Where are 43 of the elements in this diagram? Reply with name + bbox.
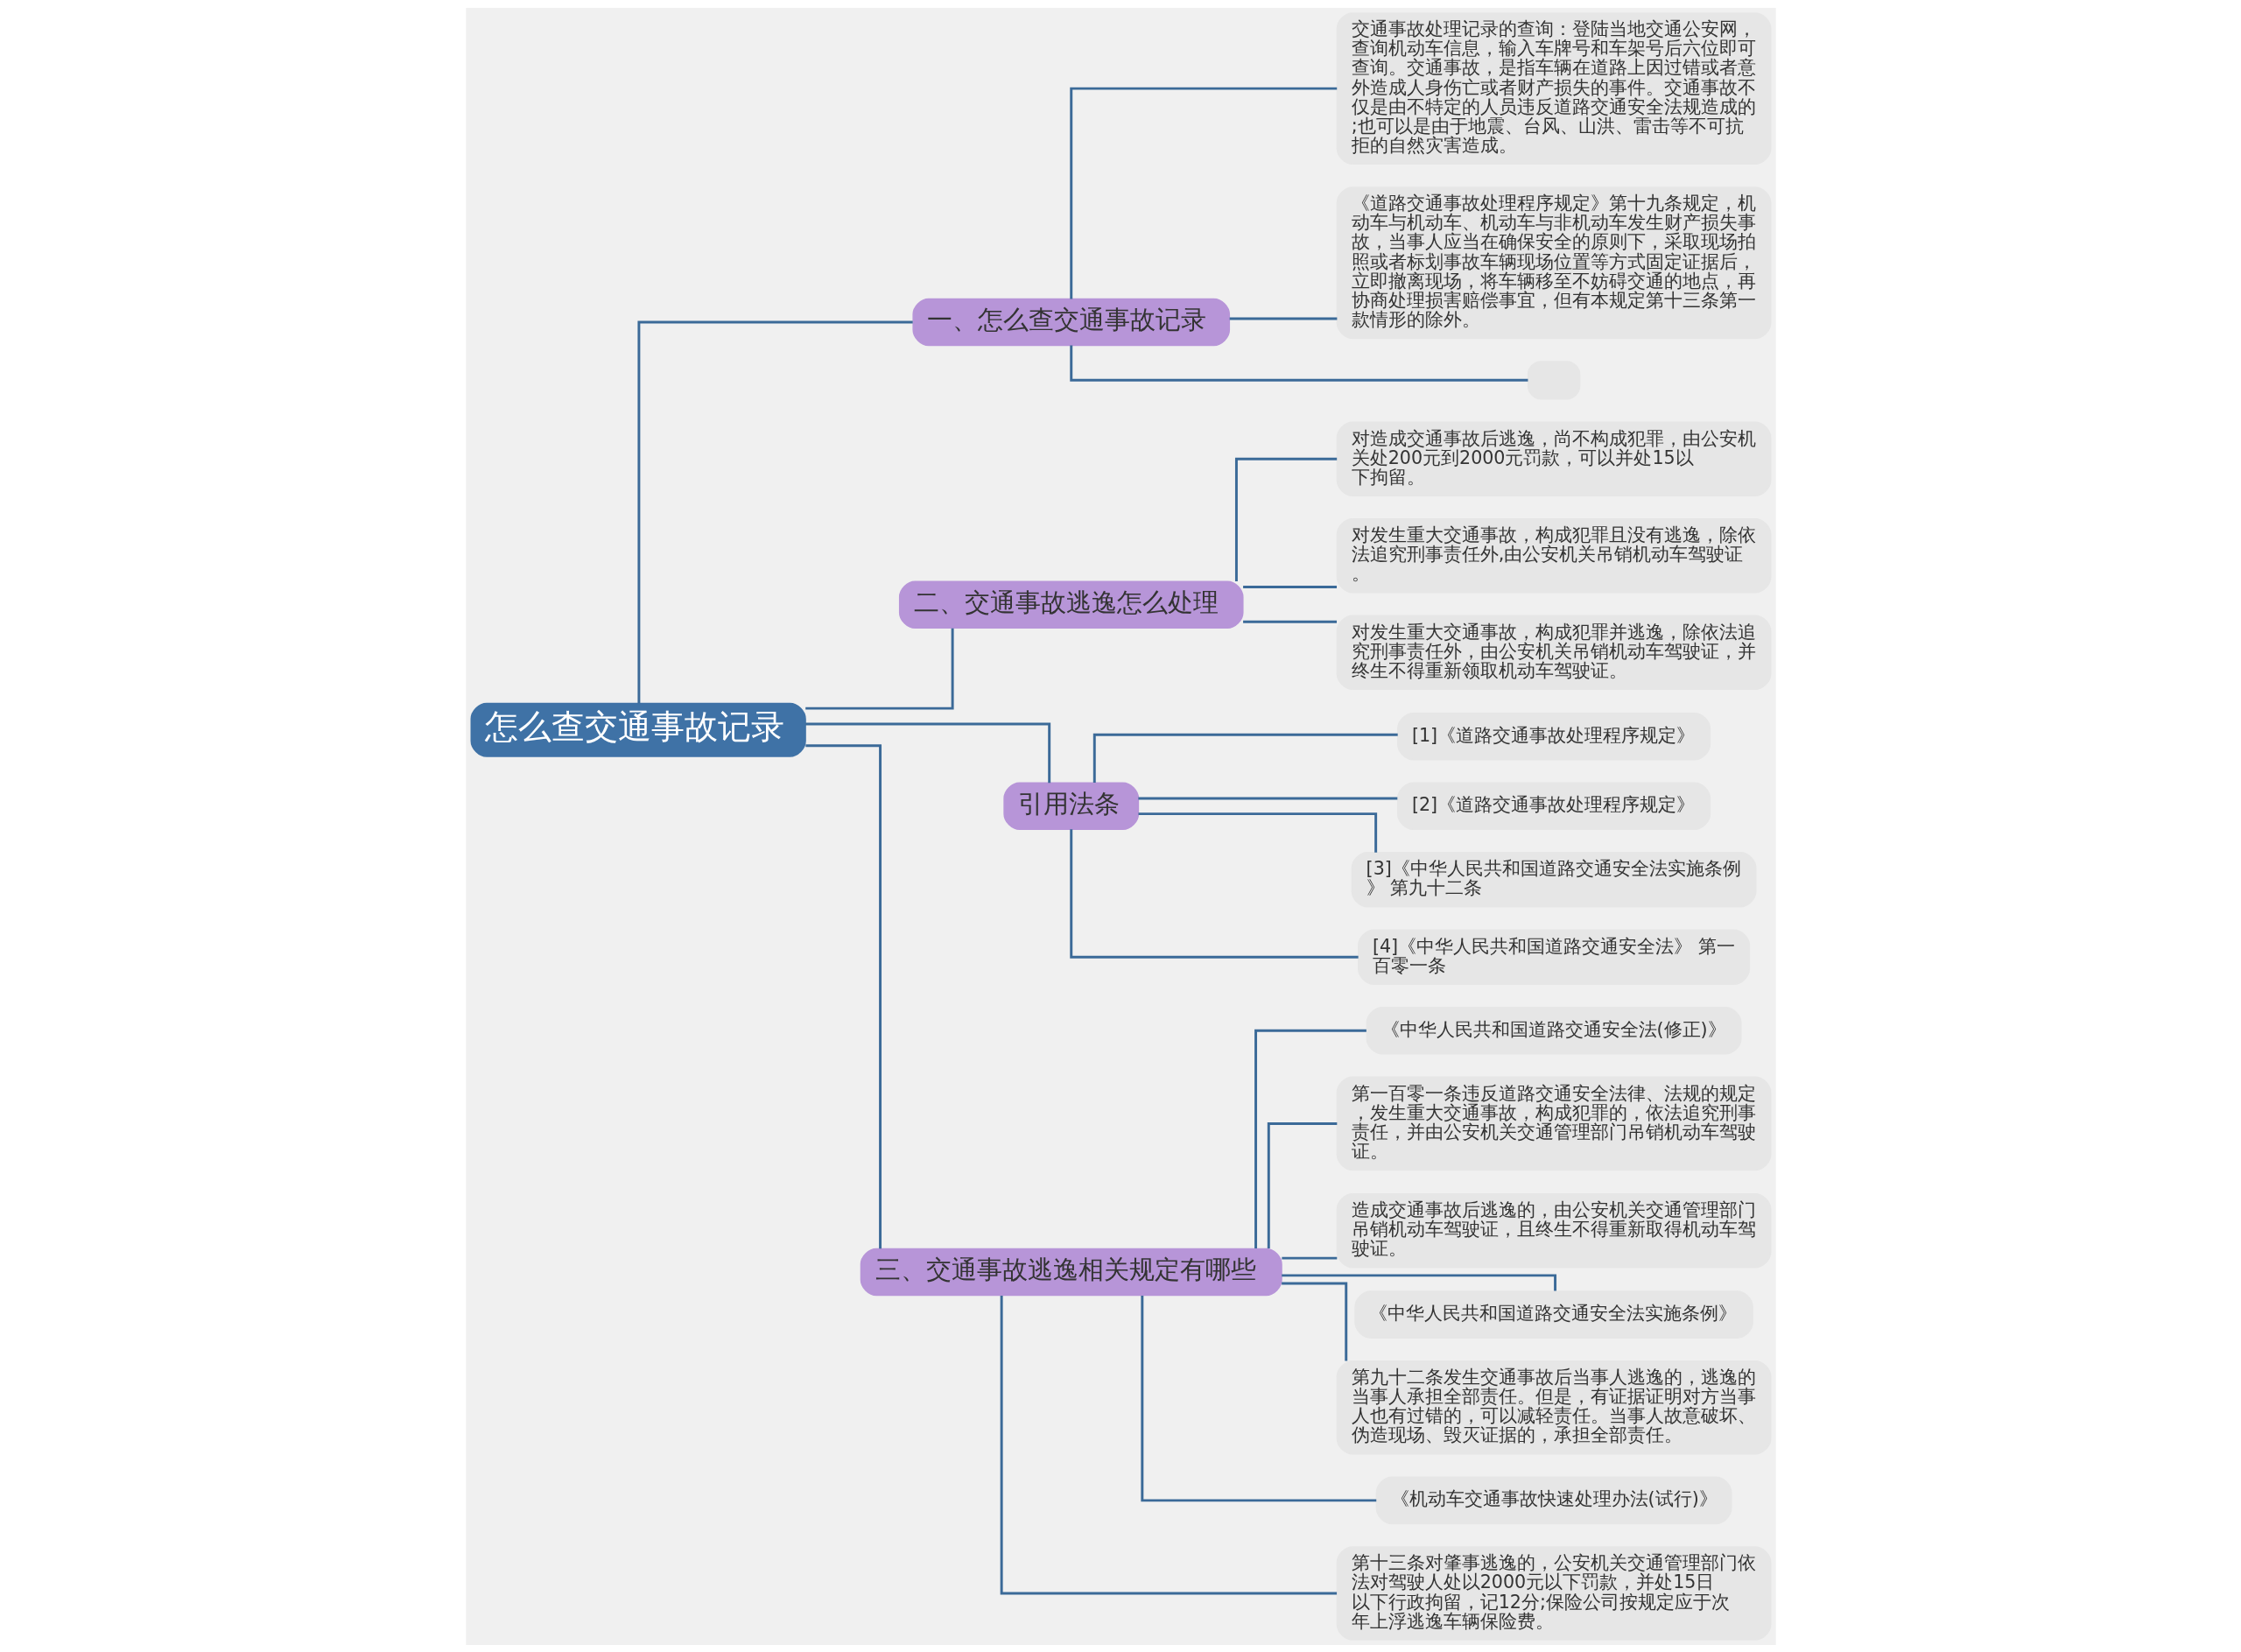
connector [636, 320, 913, 703]
node-box: 第一百零一条违反道路交通安全法律、法规的规定，发生重大交通事故，构成犯罪的，依法追究刑事责任，并由公安机关交通管理部门吊销机动车驾驶证。 [1336, 1076, 1771, 1170]
node-box: 怎么查交通事故记录 [470, 702, 806, 757]
node-box: 《中华人民共和国道路交通安全法实施条例》 [1353, 1290, 1753, 1339]
node-box: 引用法条 [1002, 782, 1139, 830]
node-box: 第九十二条发生交通事故后当事人逃逸的，逃逸的当事人承担全部责任。但是，有证据证明对方当事人也有过错的，可以减轻责任。当事人故意破坏、伪造现场、毁灭证据的，承担全部责任。 [1336, 1360, 1771, 1455]
node-box [1527, 360, 1580, 399]
node-box: [1]《道路交通事故处理程序规定》 [1396, 712, 1711, 760]
node-box: 《机动车交通事故快速处理办法(试行)》 [1375, 1476, 1732, 1524]
node-box: [2]《道路交通事故处理程序规定》 [1396, 782, 1711, 830]
node-box: 三、交通事故逃逸相关规定有哪些 [860, 1248, 1282, 1296]
connector [1138, 812, 1377, 853]
connector [1069, 828, 1359, 959]
connector [804, 722, 1050, 783]
node-box: 交通事故处理记录的查询：登陆当地交通公安网，查询机动车信息，输入车牌号和车架号后六位即可查询。交通事故，是指车辆在道路上因过错或者意外造成人身伤亡或者财产损失的事件。交通事故不仅是由不特定的人员违反道路交通安全法规造成的;也可以是由于地震、台风、山洪、雷击等不可抗拒的自然灾害造成。 [1336, 11, 1771, 165]
connector [1281, 1256, 1337, 1260]
connector [804, 628, 954, 710]
connector [1234, 457, 1337, 581]
connector [1069, 87, 1337, 299]
connector [1242, 620, 1337, 623]
connector [1281, 1273, 1556, 1291]
node-box: 二、交通事故逃逸怎么处理 [898, 580, 1244, 629]
connector [804, 743, 882, 1248]
connector [1140, 1295, 1376, 1501]
connector [1000, 1295, 1337, 1594]
node-box: 对发生重大交通事故，构成犯罪且没有逃逸，除依法追究刑事责任外,由公安机关吊销机动车驾驶证。 [1336, 517, 1771, 594]
connector [1267, 1121, 1337, 1248]
connector [1092, 733, 1398, 783]
connector [1281, 1282, 1347, 1361]
connector [1242, 585, 1337, 588]
connector [1229, 316, 1337, 320]
node-box: 一、怎么查交通事故记录 [911, 298, 1230, 346]
node-box: [4]《中华人民共和国道路交通安全法》 第一百零一条 [1357, 929, 1750, 985]
node-box: 造成交通事故后逃逸的，由公安机关交通管理部门吊销机动车驾驶证，且终生不得重新取得机动车驾驶证。 [1336, 1192, 1771, 1269]
node-box: 《道路交通事故处理程序规定》第十九条规定，机动车与机动车、机动车与非机动车发生财产损失事故，当事人应当在确保安全的原则下，采取现场拍照或者标划事故车辆现场位置等方式固定证据后，立即撤离现场，将车辆移至不妨碍交通的地点，再协商处理损害赔偿事宜，但有本规定第十三条第一款情形的除外。 [1336, 186, 1771, 339]
connector [1137, 796, 1397, 799]
node-box: [3]《中华人民共和国道路交通安全法实施条例》 第九十二条 [1351, 851, 1757, 907]
connector [1069, 345, 1528, 382]
node-box: 《中华人民共和国道路交通安全法(修正)》 [1366, 1006, 1742, 1055]
node-box: 对造成交通事故后逃逸，尚不构成犯罪，由公安机关处200元到2000元罚款，可以并处15以下拘留。 [1336, 420, 1771, 496]
node-box: 对发生重大交通事故，构成犯罪并逃逸，除依法追究刑事责任外，由公安机关吊销机动车驾驶证，并终生不得重新领取机动车驾驶证。 [1336, 615, 1771, 690]
node-box: 第十三条对肇事逃逸的，公安机关交通管理部门依法对驾驶人处以2000元以下罚款，并处15日以下行政拘留，记12分;保险公司按规定应于次年上浮逃逸车辆保险费。 [1336, 1545, 1771, 1641]
connector [1254, 1029, 1366, 1248]
